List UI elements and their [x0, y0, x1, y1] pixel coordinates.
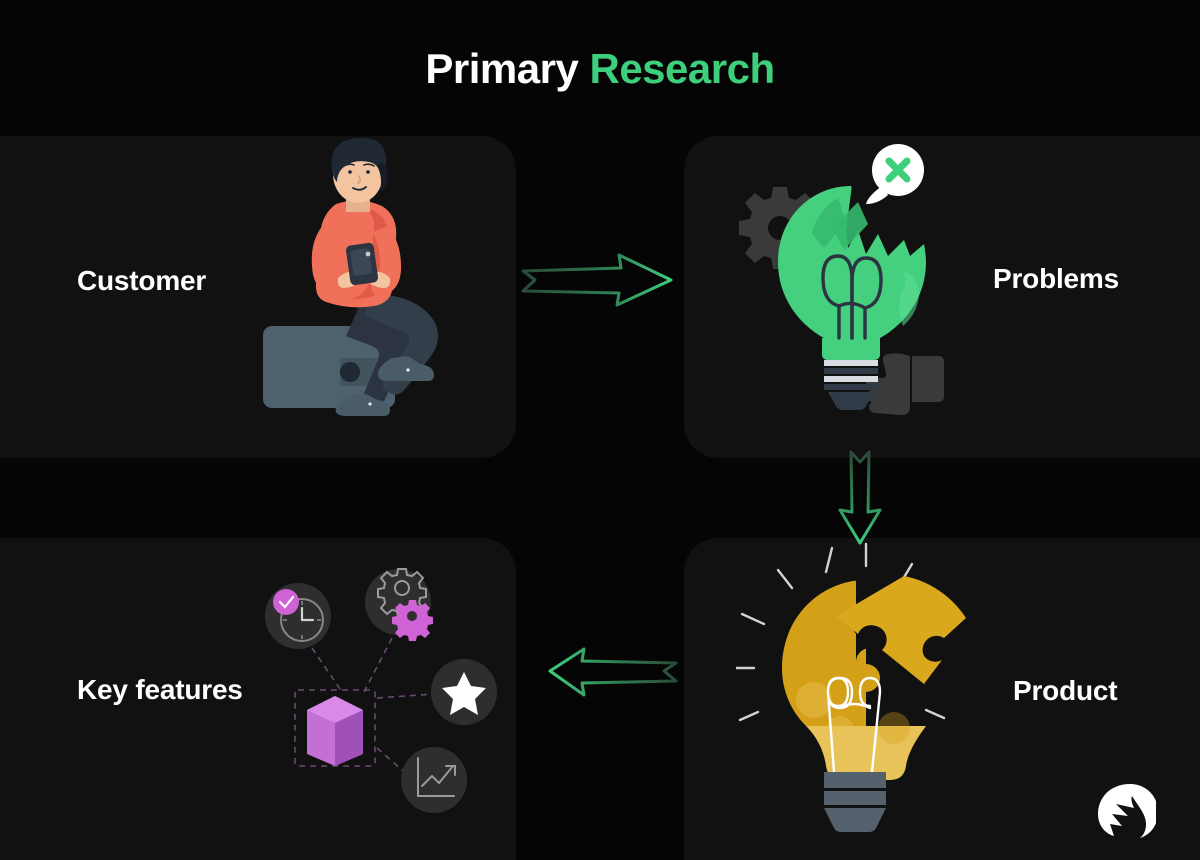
customer-illustration [258, 132, 520, 432]
label-customer: Customer [77, 265, 207, 296]
page-title-accent: Research [589, 45, 775, 92]
detached-puzzle-piece [836, 576, 966, 684]
shoe-front [378, 356, 434, 381]
check-badge-icon [273, 589, 299, 615]
filament [826, 676, 882, 774]
star-icon [442, 672, 486, 715]
x-mark-icon [885, 157, 911, 183]
page-title: Primary Research [0, 48, 1200, 90]
product-illustration [734, 540, 996, 840]
light-rays [734, 542, 946, 722]
card-customer[interactable] [0, 136, 516, 458]
label-problems: Problems [993, 263, 1119, 294]
arrow-problems-to-product [838, 450, 882, 545]
gears-icon [377, 568, 433, 641]
key-features-illustration [252, 552, 502, 838]
bulb-base [824, 772, 886, 832]
wallet-graphic [263, 326, 406, 408]
spartan-helmet-logo [1098, 784, 1156, 838]
chart-feature [401, 747, 467, 813]
gears-feature [365, 568, 433, 641]
label-key-features: Key features [77, 674, 243, 705]
small-gear-icon [392, 600, 433, 641]
shoe-back [335, 394, 390, 416]
arrow-product-to-key-features [548, 647, 678, 697]
chart-icon [417, 757, 456, 797]
thumbs-down-icon [866, 353, 944, 416]
cube-graphic [307, 696, 363, 766]
card-problems[interactable] [684, 136, 1200, 458]
problems-illustration [726, 140, 976, 430]
arrow-customer-to-problems [521, 253, 673, 307]
clock-feature [265, 583, 331, 649]
page-title-primary: Primary [425, 45, 579, 92]
phone-graphic [345, 242, 379, 286]
star-feature [431, 659, 497, 725]
clock-icon [280, 598, 324, 642]
filament [821, 254, 883, 340]
bulb-base [822, 338, 880, 410]
x-speech-bubble [866, 144, 924, 204]
broken-bulb-glass [778, 186, 926, 338]
label-product: Product [1013, 675, 1118, 706]
